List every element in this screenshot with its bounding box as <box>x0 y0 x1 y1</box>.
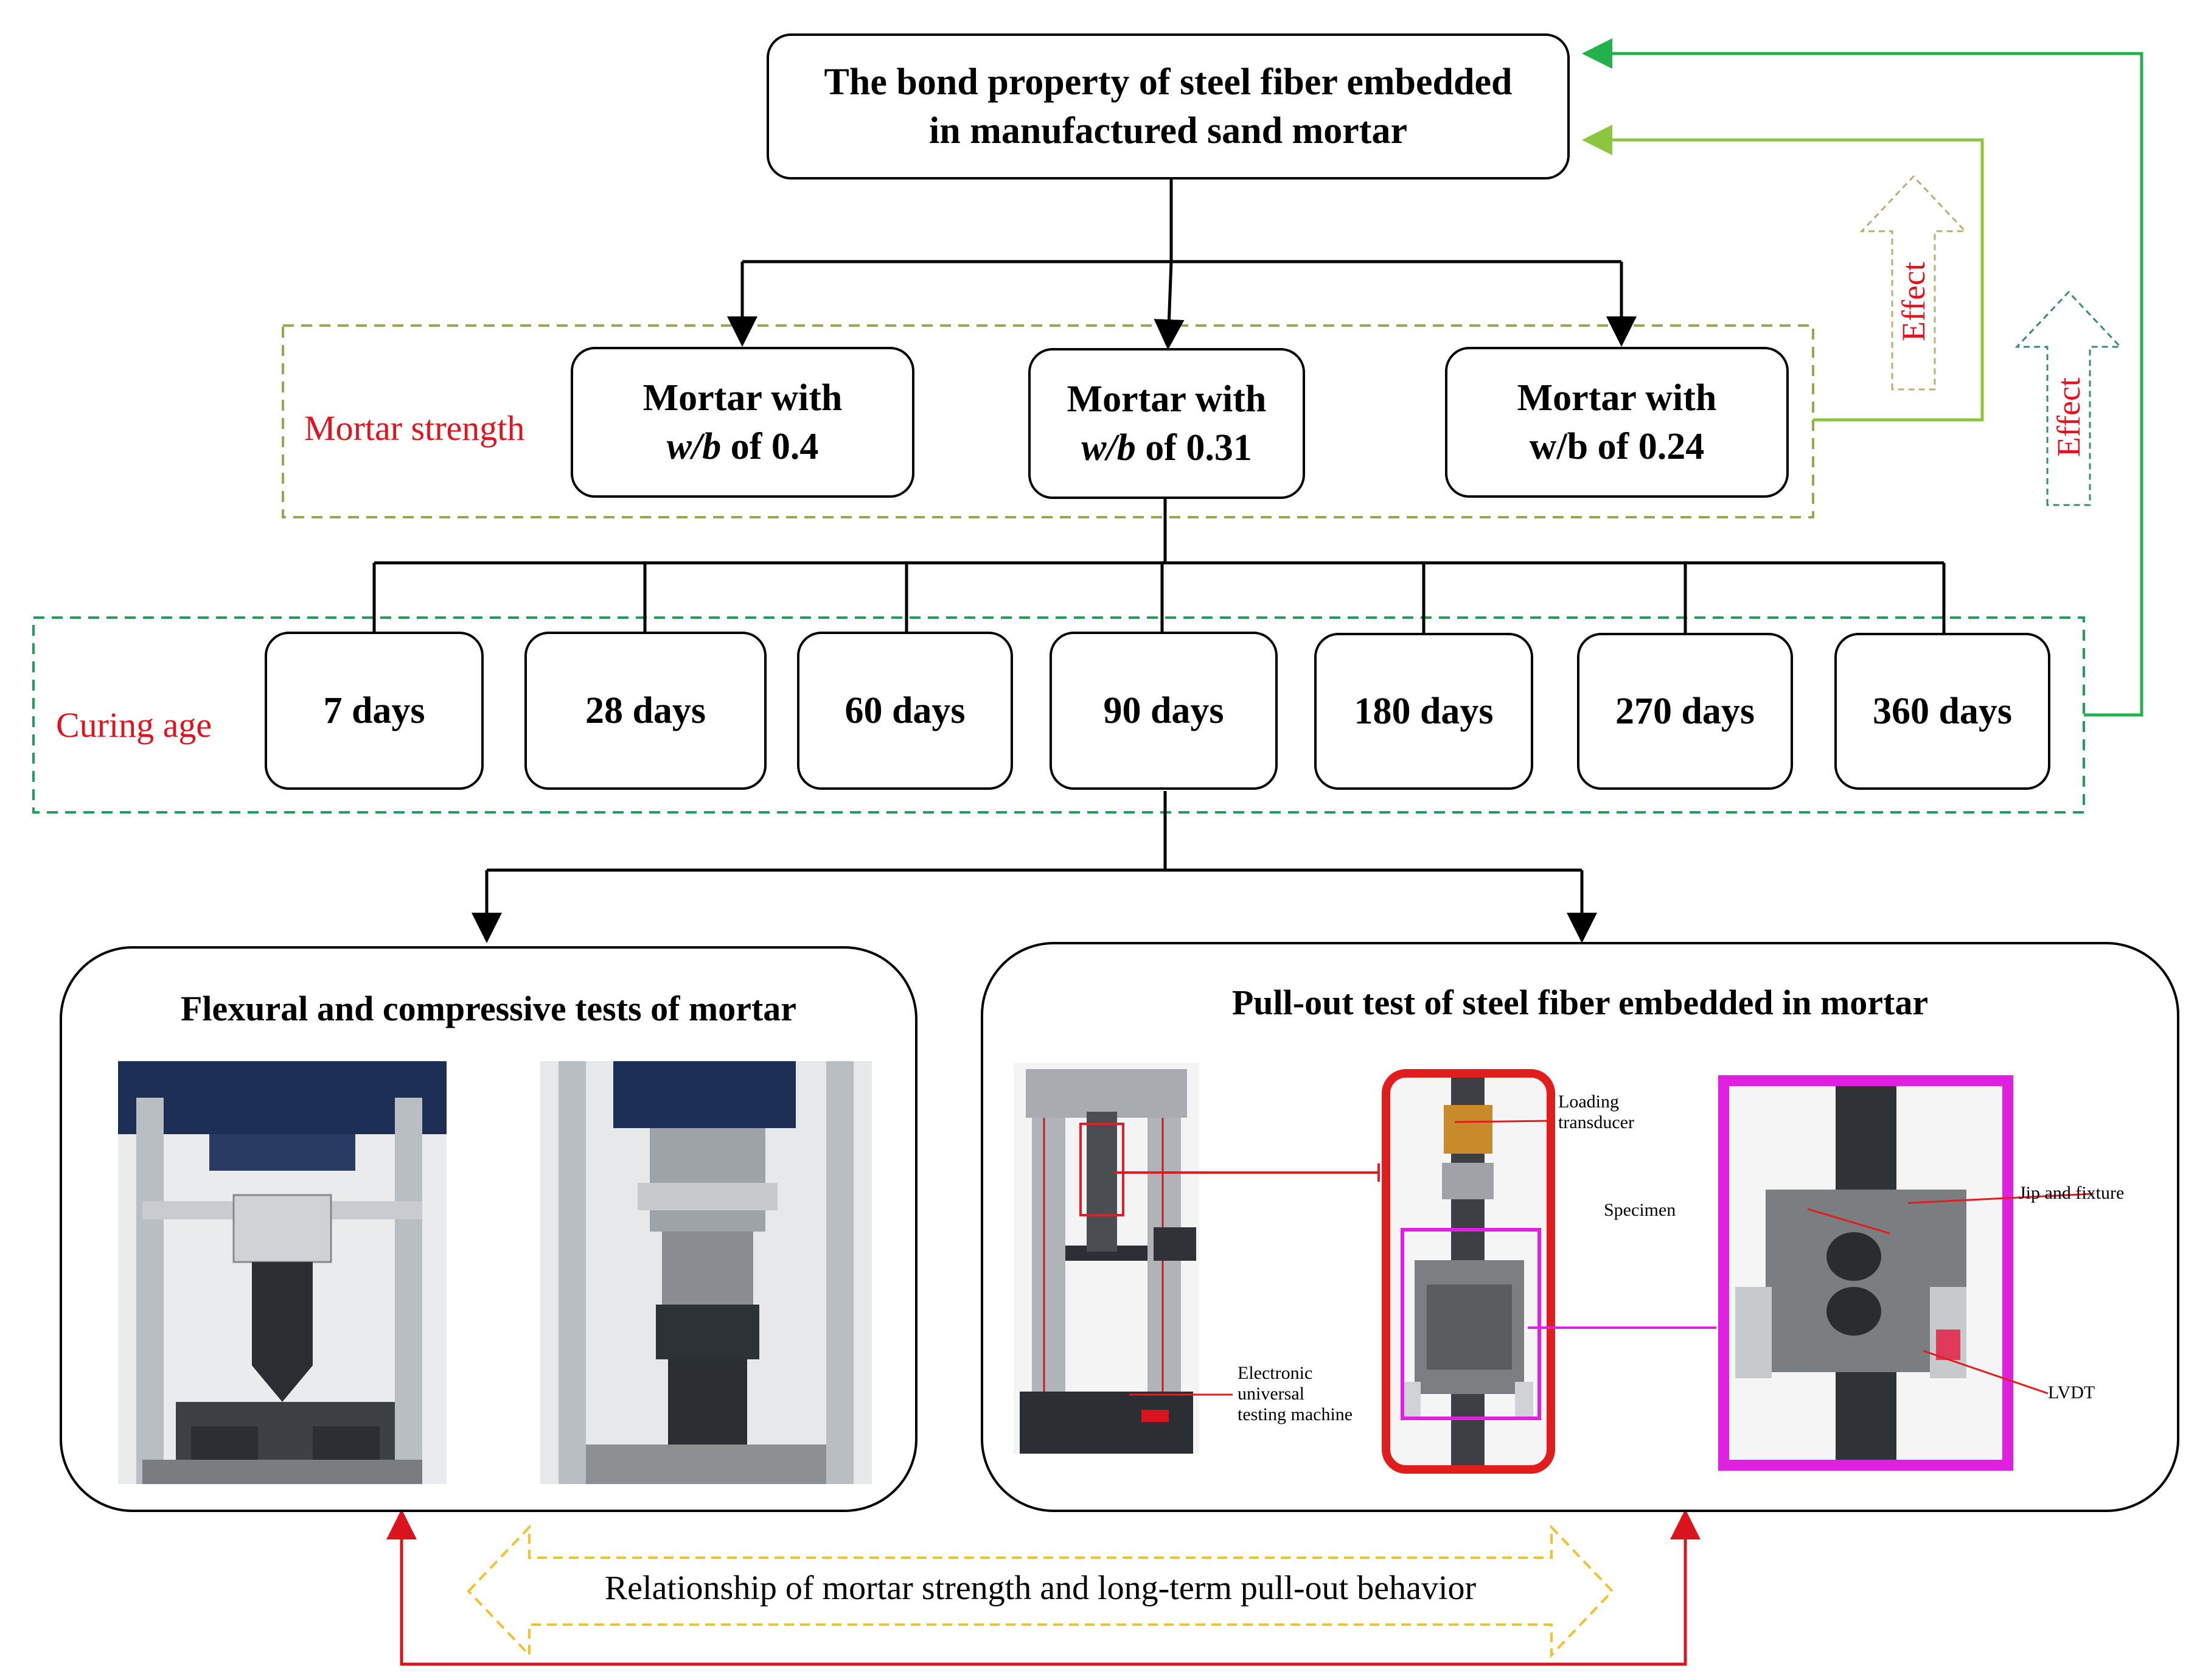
bond-property-box: The bond property of steel fiber embedde… <box>767 33 1570 180</box>
curing-tree-connector <box>372 499 1946 633</box>
loading-assembly-photo <box>1382 1069 1555 1474</box>
curing-7-days: 7 days <box>265 632 484 790</box>
mortar-wb-031-value: of 0.31 <box>1135 427 1252 469</box>
pull-out-test-panel: Pull-out test of steel fiber embedded in… <box>981 942 2179 1512</box>
specimen-label: Specimen <box>1604 1200 1676 1220</box>
relation-double-arrow <box>467 1524 1614 1658</box>
effect-hollow-arrow-2 <box>2014 290 2123 506</box>
relation-feedback-line <box>400 1509 1687 1666</box>
mortar-wb-04-value: of 0.4 <box>721 426 819 467</box>
specimen-closeup-photo <box>1718 1075 2013 1471</box>
compressive-test-photo <box>540 1061 872 1484</box>
top-tree-connector <box>727 176 1637 350</box>
loading-transducer-label: Loading transducer <box>1558 1092 1634 1132</box>
curing-90-days: 90 days <box>1050 632 1278 790</box>
effect-hollow-arrow-1 <box>1859 175 1968 391</box>
curing-28-days: 28 days <box>524 632 767 790</box>
bond-property-line2: in manufactured sand mortar <box>929 110 1407 152</box>
testing-machine-label: Electronic universal testing machine <box>1238 1363 1353 1424</box>
lvdt-label: LVDT <box>2048 1382 2095 1403</box>
mortar-wb-024-value: w/b of 0.24 <box>1529 426 1705 467</box>
mortar-wb-031-wb: w/b <box>1081 427 1136 469</box>
mortar-wb-04-line1: Mortar with <box>642 377 843 419</box>
effect-label-curing: Effect <box>2050 377 2087 457</box>
effect-label-strength: Effect <box>1895 262 1932 341</box>
mortar-wb-024-line1: Mortar with <box>1517 377 1717 419</box>
mortar-wb-04-box: Mortar with w/b of 0.4 <box>571 347 914 498</box>
curing-180-days: 180 days <box>1314 633 1533 790</box>
relationship-label: Relationship of mortar strength and long… <box>604 1569 1477 1607</box>
curing-group-frame <box>32 616 2085 814</box>
mortar-wb-024-box: Mortar with w/b of 0.24 <box>1445 347 1789 498</box>
mortar-strength-label: Mortar strength <box>304 408 525 448</box>
pull-out-test-title: Pull-out test of steel fiber embedded in… <box>1231 983 1929 1022</box>
panel-tree-connector <box>472 791 1597 943</box>
flexural-test-photo <box>118 1061 447 1484</box>
curing-effect-arrow <box>1582 38 2143 717</box>
curing-360-days: 360 days <box>1834 633 2050 790</box>
strength-effect-arrow <box>1582 125 1984 422</box>
curing-60-days: 60 days <box>797 632 1013 790</box>
bond-property-line1: The bond property of steel fiber embedde… <box>824 61 1513 103</box>
mortar-wb-04-wb: w/b <box>666 426 722 467</box>
flexural-compressive-panel: Flexural and compressive tests of mortar <box>60 946 917 1512</box>
curing-age-label: Curing age <box>56 705 212 745</box>
mortar-wb-031-line1: Mortar with <box>1067 378 1267 420</box>
flexural-compressive-title: Flexural and compressive tests of mortar <box>180 989 797 1028</box>
pullout-callout-layer <box>1114 1120 2094 1396</box>
mortar-wb-031-box: Mortar with w/b of 0.31 <box>1028 348 1305 499</box>
jig-fixture-label: Jip and fixture <box>2019 1183 2125 1203</box>
curing-270-days: 270 days <box>1577 633 1793 790</box>
universal-testing-machine-photo <box>1014 1063 1199 1454</box>
